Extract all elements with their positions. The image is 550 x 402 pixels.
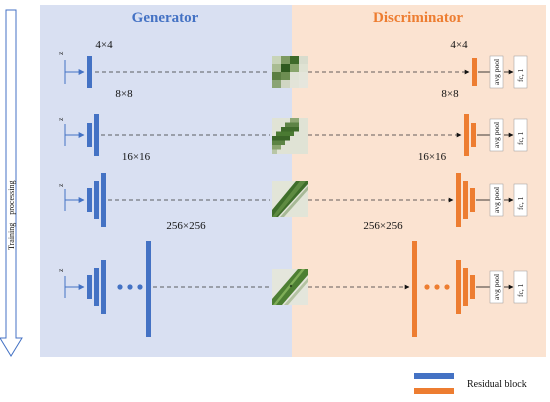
z-input-label: z (56, 183, 65, 187)
discriminator-residual-block (412, 241, 417, 337)
ellipsis-dot (127, 284, 133, 290)
discriminator-resolution-label: 4×4 (450, 39, 468, 51)
z-input-label: z (56, 117, 65, 121)
z-input-label: z (56, 268, 65, 272)
row-16x16: z 16×16 16×16 avg pool fc, 1 (56, 151, 528, 227)
avg-pool-label: avg pool (492, 122, 501, 148)
row-4x4: z 4×4 4×4 avg pool fc, 1 (56, 39, 528, 89)
generator-residual-block (101, 173, 106, 227)
fc-label: fc, 1 (516, 196, 525, 210)
generator-title: Generator (132, 10, 199, 26)
discriminator-residual-block (456, 260, 461, 314)
avg-pool-box (489, 270, 504, 304)
generated-image-4x4 (272, 56, 308, 88)
z-input-label: z (56, 51, 65, 55)
training-processing-arrow: Training processing (0, 9, 23, 357)
discriminator-title: Discriminator (373, 10, 463, 26)
discriminator-residual-block (463, 181, 468, 219)
generator-residual-block (94, 114, 99, 156)
ellipsis-dot (137, 284, 143, 290)
ellipsis-dot (117, 284, 123, 290)
ellipsis-dot (434, 284, 440, 290)
ellipsis-dot (424, 284, 430, 290)
avg-pool-box (489, 118, 504, 152)
training-processing-label: Training processing (7, 181, 16, 250)
discriminator-residual-block (456, 173, 461, 227)
discriminator-resolution-label: 256×256 (363, 220, 403, 232)
fc-label: fc, 1 (516, 283, 525, 297)
avg-pool-box (489, 183, 504, 217)
generator-resolution-label: 256×256 (166, 220, 206, 232)
ellipsis-dot (444, 284, 450, 290)
generator-panel (40, 5, 292, 357)
legend: Residual block (414, 373, 527, 394)
generator-resolution-label: 8×8 (115, 88, 133, 100)
fc-box (513, 55, 528, 89)
avg-pool-label: avg pool (492, 59, 501, 85)
generator-residual-block (101, 260, 106, 314)
generator-residual-block (87, 56, 92, 88)
generator-resolution-label: 16×16 (122, 151, 151, 163)
generator-residual-block (87, 275, 92, 299)
fc-box (513, 270, 528, 304)
avg-pool-label: avg pool (492, 274, 501, 300)
generator-residual-block (87, 123, 92, 147)
legend-swatch-discriminator (414, 388, 454, 394)
fc-label: fc, 1 (516, 68, 525, 82)
generator-residual-block (146, 241, 151, 337)
legend-swatch-generator (414, 373, 454, 379)
fc-box (513, 118, 528, 152)
generator-residual-block (87, 188, 92, 212)
generated-image-16x16 (272, 181, 308, 217)
generated-image-256x256 (272, 269, 308, 305)
row-8x8: z 8×8 8×8 avg pool fc, 1 (56, 88, 528, 156)
fc-box (513, 183, 528, 217)
discriminator-residual-block (464, 114, 469, 156)
fc-label: fc, 1 (516, 131, 525, 145)
avg-pool-box (489, 55, 504, 89)
generator-residual-block (94, 181, 99, 219)
discriminator-residual-block (471, 123, 476, 147)
generator-residual-block (94, 268, 99, 306)
discriminator-panel (292, 5, 546, 357)
discriminator-resolution-label: 16×16 (418, 151, 447, 163)
discriminator-residual-block (470, 275, 475, 299)
discriminator-residual-block (472, 58, 477, 86)
generated-image-8x8 (272, 118, 308, 154)
discriminator-residual-block (470, 188, 475, 212)
avg-pool-label: avg pool (492, 187, 501, 213)
discriminator-residual-block (463, 268, 468, 306)
generator-resolution-label: 4×4 (95, 39, 113, 51)
discriminator-resolution-label: 8×8 (441, 88, 459, 100)
legend-label: Residual block (467, 379, 527, 390)
row-256x256: z 256×256 256×256 avg pool fc, 1 (56, 220, 528, 337)
